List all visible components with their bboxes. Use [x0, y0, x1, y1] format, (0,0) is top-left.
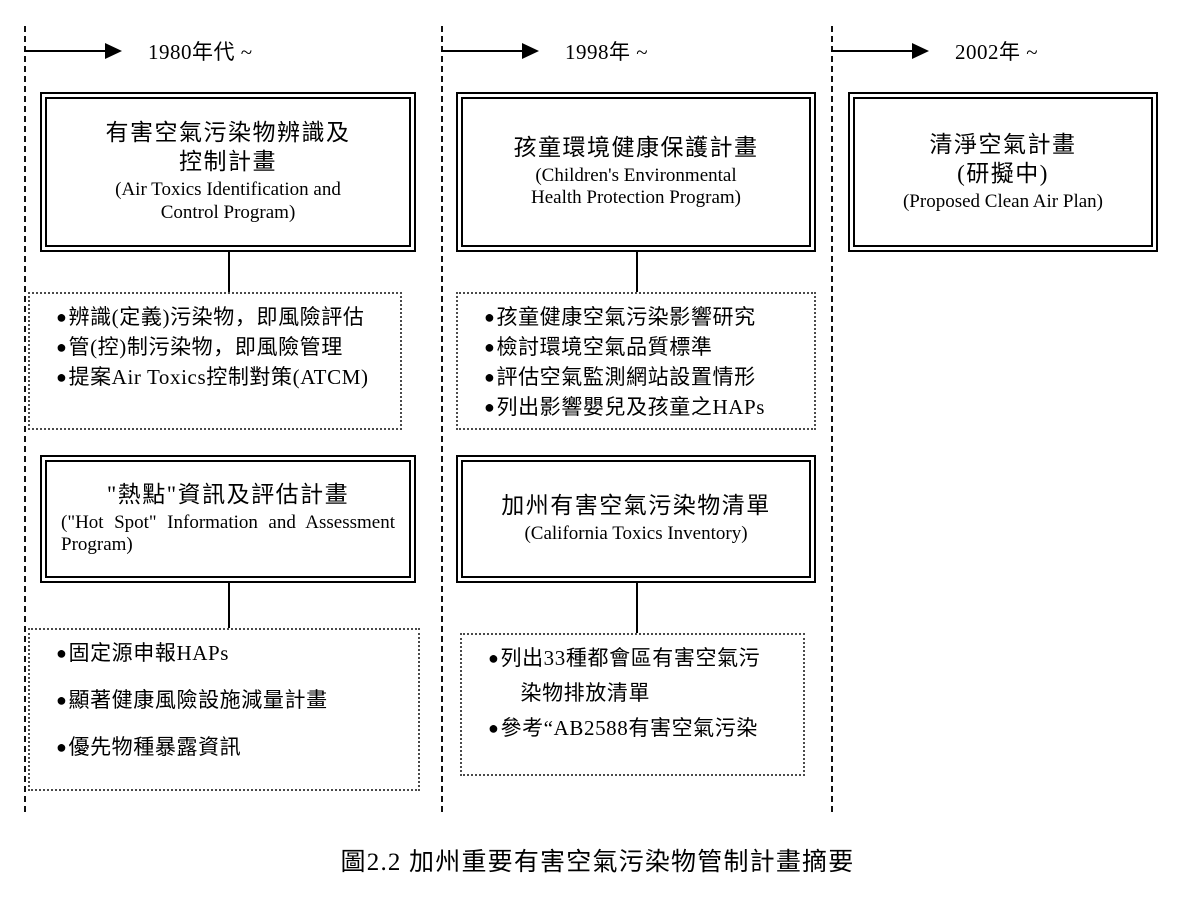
program-box-inner: 加州有害空氣污染物清單 (California Toxics Inventory… [461, 460, 811, 578]
list-item: ● 管(控)制污染物，即風險管理 [56, 337, 390, 358]
list-item: ● 顯著健康風險設施減量計畫 [56, 690, 408, 711]
list-item: ● 提案Air Toxics控制對策(ATCM) [56, 367, 390, 388]
list-item-label: 辨識(定義)污染物，即風險評估 [68, 305, 365, 329]
list-item-label: 列出影響嬰兒及孩童之HAPs [496, 395, 766, 419]
figure-caption: 圖2.2 加州重要有害空氣污染物管制計畫摘要 [340, 849, 855, 876]
program-title-en: ("Hot Spot" Information and Assessment P… [61, 511, 395, 556]
connector-stem-2a [636, 252, 638, 292]
bullet-dot-icon: ● [56, 690, 68, 710]
list-item: ● 列出33種都會區有害空氣污 [488, 648, 793, 669]
timeline-arrow-row-1: 1980年代 ~ [24, 40, 253, 64]
bullet-dot-icon: ● [484, 307, 496, 327]
list-item: ● 檢討環境空氣品質標準 [484, 337, 804, 358]
timeline-arrow-row-3: 2002年 ~ [831, 40, 1038, 64]
timeline-divider-left [24, 26, 26, 812]
list-item-label: 列出33種都會區有害空氣污 [500, 646, 761, 670]
program-title-en: (Children's Environmental Health Protect… [530, 164, 741, 209]
program-details-panel-california-toxics-inventory: ● 列出33種都會區有害空氣污 ● 染物排放清單 ● 參考“AB2588有害空氣… [460, 633, 805, 776]
right-arrow-head-icon [105, 43, 122, 59]
list-item: ● 固定源申報HAPs [56, 643, 408, 664]
program-title-en: (Air Toxics Identification and Control P… [115, 179, 341, 223]
program-details-panel-childrens-environmental-health: ● 孩童健康空氣污染影響研究 ● 檢討環境空氣品質標準 ● 評估空氣監測網站設置… [456, 292, 816, 430]
connector-stem-2b [636, 583, 638, 633]
list-item-continuation: ● 染物排放清單 [488, 683, 793, 704]
bullet-dot-icon: ● [56, 367, 68, 387]
bullet-dot-icon: ● [56, 307, 68, 327]
program-box-proposed-clean-air-plan[interactable]: 清淨空氣計畫 (研擬中) (Proposed Clean Air Plan) [848, 92, 1158, 252]
timeline-arrow-row-2: 1998年 ~ [441, 40, 648, 64]
program-details-panel-air-toxics-identification: ● 辨識(定義)污染物，即風險評估 ● 管(控)制污染物，即風險管理 ● 提案A… [28, 292, 402, 430]
right-arrow-icon [441, 50, 523, 52]
bullet-dot-icon: ● [484, 397, 496, 417]
program-box-inner: 有害空氣污染物辨識及 控制計畫 (Air Toxics Identificati… [45, 97, 411, 247]
right-arrow-head-icon [912, 43, 929, 59]
program-title-cn: 加州有害空氣污染物清單 [501, 493, 771, 519]
list-item-label: 孩童健康空氣污染影響研究 [496, 305, 756, 329]
bullet-dot-icon: ● [56, 737, 68, 757]
program-details-panel-hot-spot: ● 固定源申報HAPs ● 顯著健康風險設施減量計畫 ● 優先物種暴露資訊 [28, 628, 420, 791]
right-arrow-icon [831, 50, 913, 52]
list-item-label: 評估空氣監測網站設置情形 [496, 365, 756, 389]
program-box-inner: 清淨空氣計畫 (研擬中) (Proposed Clean Air Plan) [853, 97, 1153, 247]
list-item-label: 檢討環境空氣品質標準 [496, 335, 713, 359]
bullet-dot-icon: ● [56, 643, 68, 663]
program-title-en: (California Toxics Inventory) [524, 523, 748, 545]
year-label-2: 1998年 ~ [565, 40, 649, 64]
list-item-label: 固定源申報HAPs [68, 641, 230, 665]
program-box-hot-spot[interactable]: "熱點"資訊及評估計畫 ("Hot Spot" Information and … [40, 455, 416, 583]
program-box-air-toxics-identification[interactable]: 有害空氣污染物辨識及 控制計畫 (Air Toxics Identificati… [40, 92, 416, 252]
list-item-label: 提案Air Toxics控制對策(ATCM) [68, 365, 369, 389]
list-item: ● 列出影響嬰兒及孩童之HAPs [484, 397, 804, 418]
list-item: ● 參考“AB2588有害空氣污染 [488, 718, 793, 739]
timeline-divider-right [831, 26, 833, 812]
list-item: ● 優先物種暴露資訊 [56, 737, 408, 758]
list-item: ● 辨識(定義)污染物，即風險評估 [56, 307, 390, 328]
year-label-1: 1980年代 ~ [148, 40, 253, 64]
bullet-dot-icon: ● [488, 648, 500, 668]
bullet-dot-icon: ● [484, 367, 496, 387]
list-item: ● 孩童健康空氣污染影響研究 [484, 307, 804, 328]
year-label-3: 2002年 ~ [955, 40, 1039, 64]
bullet-dot-icon: ● [484, 337, 496, 357]
timeline-divider-mid [441, 26, 443, 812]
program-box-inner: "熱點"資訊及評估計畫 ("Hot Spot" Information and … [45, 460, 411, 578]
program-box-inner: 孩童環境健康保護計畫 (Children's Environmental Hea… [461, 97, 811, 247]
right-arrow-icon [24, 50, 106, 52]
bullet-dot-icon: ● [56, 337, 68, 357]
connector-stem-1a [228, 252, 230, 292]
list-item-label: 參考“AB2588有害空氣污染 [500, 716, 758, 740]
program-box-california-toxics-inventory[interactable]: 加州有害空氣污染物清單 (California Toxics Inventory… [456, 455, 816, 583]
program-title-en: (Proposed Clean Air Plan) [902, 190, 1103, 212]
right-arrow-head-icon [522, 43, 539, 59]
list-item: ● 評估空氣監測網站設置情形 [484, 367, 804, 388]
program-title-cn: 清淨空氣計畫 (研擬中) [929, 131, 1077, 186]
bullet-dot-icon: ● [488, 718, 500, 738]
list-item-label: 管(控)制污染物，即風險管理 [68, 335, 343, 359]
list-item-label: 染物排放清單 [520, 681, 651, 705]
list-item-label: 優先物種暴露資訊 [68, 735, 242, 759]
program-title-cn: 孩童環境健康保護計畫 [513, 134, 759, 160]
program-title-cn: 有害空氣污染物辨識及 控制計畫 [105, 120, 351, 175]
connector-stem-1b [228, 583, 230, 628]
list-item-label: 顯著健康風險設施減量計畫 [68, 688, 328, 712]
program-title-cn: "熱點"資訊及評估計畫 [106, 481, 350, 507]
program-box-childrens-environmental-health[interactable]: 孩童環境健康保護計畫 (Children's Environmental Hea… [456, 92, 816, 252]
